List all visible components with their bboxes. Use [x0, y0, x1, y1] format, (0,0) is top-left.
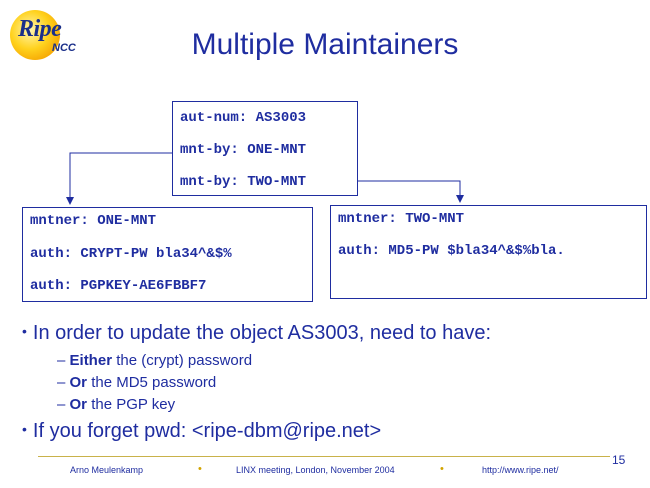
arrow-to-two-mnt — [358, 180, 464, 203]
auth-line: auth: CRYPT-PW bla34^&$% — [30, 246, 232, 262]
sub-text: the MD5 password — [87, 374, 217, 391]
bullet-dot-icon: • — [22, 421, 27, 437]
arrow-to-one-mnt — [66, 152, 172, 205]
two-mnt-object-box: mntner: TWO-MNT auth: MD5-PW $bla34^&$%b… — [330, 205, 647, 299]
bullet-item: • In order to update the object AS3003, n… — [22, 322, 491, 345]
bullet-item: • If you forget pwd: <ripe-dbm@ripe.net> — [22, 420, 381, 443]
logo-sub: NCC — [52, 42, 76, 54]
footer-divider — [38, 456, 610, 457]
dash-icon: – — [57, 352, 70, 369]
slide-title: Multiple Maintainers — [191, 28, 459, 61]
autnum-line: aut-num: AS3003 — [180, 110, 307, 126]
mnt-by-line: mnt-by: ONE-MNT — [180, 142, 307, 158]
mntner-line: mntner: ONE-MNT — [30, 213, 157, 229]
sub-bullet-item: – Or the MD5 password — [57, 374, 216, 391]
sub-bold: Or — [69, 374, 88, 391]
auth-line: auth: MD5-PW $bla34^&$%bla. — [338, 243, 565, 259]
mnt-by-line: mnt-by: TWO-MNT — [180, 174, 307, 190]
sub-bold: Either — [69, 352, 113, 369]
bullet-text: In order to update the object AS3003, ne… — [32, 322, 492, 344]
sub-text: the (crypt) password — [112, 352, 253, 369]
mntner-line: mntner: TWO-MNT — [338, 211, 465, 227]
footer-separator-icon: • — [440, 463, 444, 475]
ripe-ncc-logo: Ripe NCC — [4, 6, 82, 64]
footer-separator-icon: • — [198, 463, 202, 475]
bullet-text: If you forget pwd: <ripe-dbm@ripe.net> — [32, 420, 382, 442]
sub-bullet-item: – Or the PGP key — [57, 396, 175, 413]
logo-word: Ripe — [18, 16, 62, 42]
sub-bold: Or — [69, 396, 88, 413]
one-mnt-object-box: mntner: ONE-MNT auth: CRYPT-PW bla34^&$%… — [22, 207, 313, 302]
sub-bullet-item: – Either the (crypt) password — [57, 352, 252, 369]
footer-url: http://www.ripe.net/ — [482, 465, 559, 475]
footer-event: LINX meeting, London, November 2004 — [236, 465, 395, 475]
bullet-dot-icon: • — [22, 323, 27, 339]
sun-icon — [10, 10, 60, 60]
autnum-object-box: aut-num: AS3003 mnt-by: ONE-MNT mnt-by: … — [172, 101, 358, 196]
auth-line: auth: PGPKEY-AE6FBBF7 — [30, 278, 207, 294]
dash-icon: – — [57, 396, 70, 413]
dash-icon: – — [57, 374, 70, 391]
sub-text: the PGP key — [87, 396, 176, 413]
footer-author: Arno Meulenkamp — [70, 465, 144, 475]
page-number: 15 — [612, 453, 626, 467]
